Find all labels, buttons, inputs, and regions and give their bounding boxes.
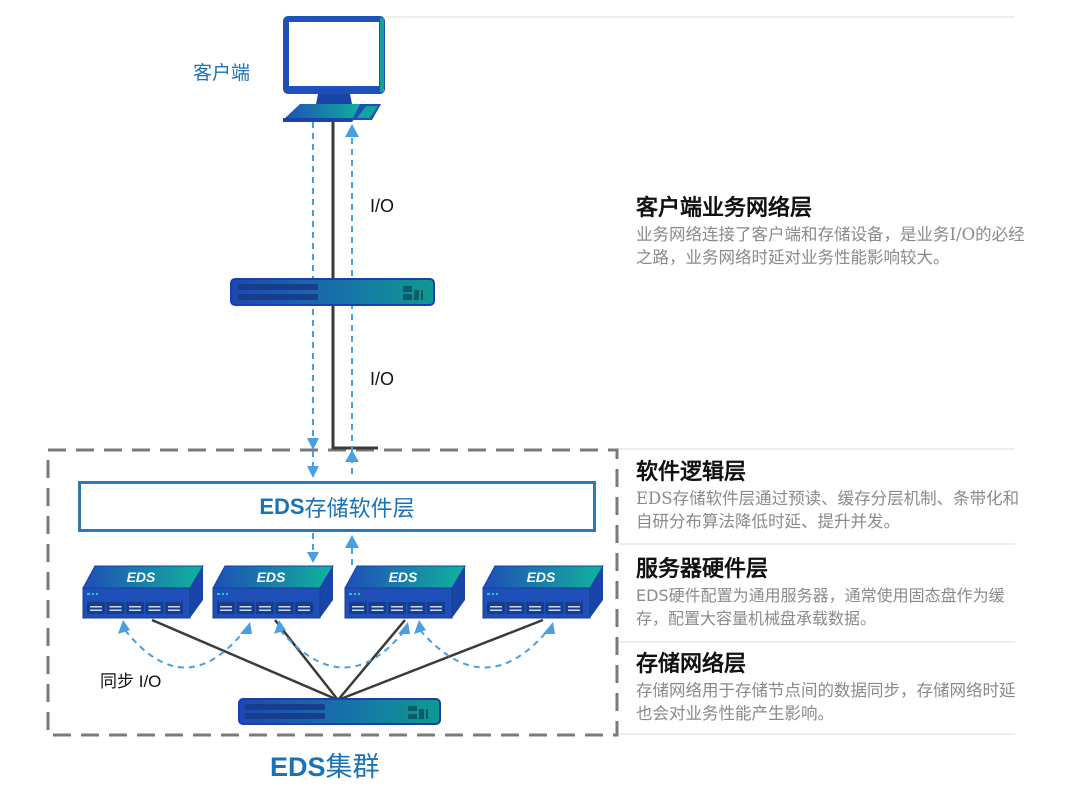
cluster-prefix: EDS <box>270 752 326 782</box>
layer-storage-network: 存储网络层 存储网络用于存储节点间的数据同步，存储网络时延也会对业务性能产生影响… <box>636 651 1026 725</box>
business-switch <box>230 278 435 306</box>
storage-switch <box>238 698 441 725</box>
cluster-name: 集群 <box>325 752 380 782</box>
io-down-arrowhead-3 <box>307 552 319 563</box>
layer-title: 服务器硬件层 <box>636 557 769 582</box>
storage-link-4 <box>337 618 544 702</box>
cluster-label: EDS集群 <box>270 745 380 784</box>
sync-io-label: 同步 I/O <box>100 672 162 691</box>
io-up-arrowhead-1 <box>345 124 359 137</box>
client-label: 客户端 <box>193 63 251 84</box>
sync-arcs <box>124 629 549 669</box>
layer-software-logic: 软件逻辑层 EDS存储软件层通过预读、缓存分层机制、条带化和自研分布算法降低时延… <box>636 459 1026 533</box>
io-up-arrowhead-2 <box>345 450 359 462</box>
sync-arc-2 <box>279 629 406 669</box>
eds-server-4: EDS <box>482 565 604 619</box>
io-down-arrowhead-1 <box>307 438 319 450</box>
desktop-computer-icon <box>283 16 385 122</box>
layer-description: EDS存储软件层通过预读、缓存分层机制、条带化和自研分布算法降低时延、提升并发。 <box>636 489 1020 531</box>
storage-link-1 <box>151 618 339 702</box>
io-label-upper: I/O <box>370 196 395 216</box>
io-down-arrowhead-2 <box>307 466 319 478</box>
layer-description: EDS硬件配置为通用服务器，通常使用固态盘作为缓存，配置大容量机械盘承载数据。 <box>636 586 1005 628</box>
layer-title: 软件逻辑层 <box>636 460 747 485</box>
server-label: EDS <box>257 569 286 585</box>
io-up-arrowhead-3 <box>345 535 359 548</box>
sync-arc-3 <box>419 629 549 669</box>
layer-description: 存储网络用于存储节点间的数据同步，存储网络时延也会对业务性能产生影响。 <box>636 681 1016 723</box>
sync-arc-1 <box>124 629 246 669</box>
server-label: EDS <box>389 569 418 585</box>
layer-description: 业务网络连接了客户端和存储设备，是业务I/O的必经之路，业务网络时延对业务性能影… <box>636 225 1025 267</box>
eds-server-2: EDS <box>212 565 334 619</box>
io-label-lower: I/O <box>370 369 395 389</box>
layer-server-hardware: 服务器硬件层 EDS硬件配置为通用服务器，通常使用固态盘作为缓存，配置大容量机械… <box>636 556 1026 630</box>
eds-software-label: 存储软件层 <box>304 495 415 521</box>
eds-server-3: EDS <box>344 565 466 619</box>
storage-link-2 <box>274 619 339 701</box>
server-label: EDS <box>127 569 156 585</box>
cluster-boundary <box>46 448 619 737</box>
layer-title: 客户端业务网络层 <box>636 196 813 221</box>
layer-title: 存储网络层 <box>636 652 747 677</box>
server-row: EDS EDS EDS EDS <box>82 565 604 619</box>
storage-link-3 <box>337 619 406 701</box>
storage-links <box>151 618 544 702</box>
eds-software-prefix: EDS <box>259 493 305 519</box>
business-link-line <box>331 122 378 450</box>
sync-arrowheads <box>118 620 555 634</box>
server-label: EDS <box>527 569 556 585</box>
layer-client-network: 客户端业务网络层 业务网络连接了客户端和存储设备，是业务I/O的必经之路，业务网… <box>636 195 1026 269</box>
eds-server-1: EDS <box>82 565 204 619</box>
